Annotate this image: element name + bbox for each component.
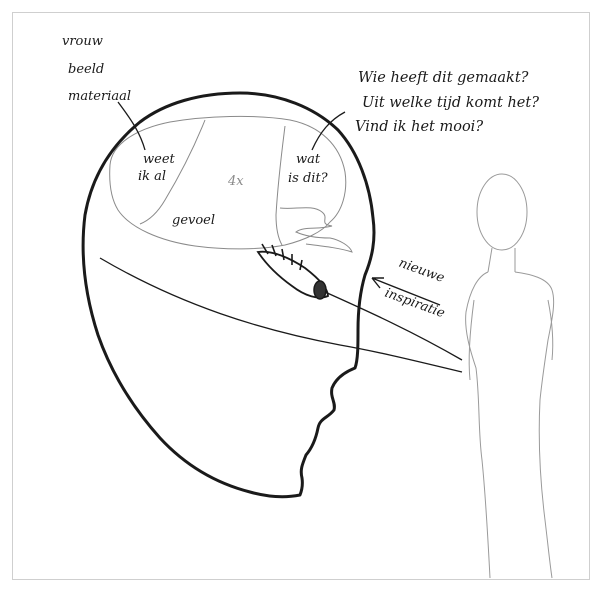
inspiration-arrow	[372, 278, 440, 305]
woman-figure	[466, 174, 554, 578]
brain-region	[110, 116, 346, 249]
pencil-line-lower	[325, 292, 462, 360]
brain-scribble	[280, 208, 352, 252]
pupil	[314, 281, 326, 299]
brain-divider-left	[140, 120, 205, 224]
pencil-line-upper	[100, 258, 462, 372]
brain-divider-right	[276, 126, 285, 245]
